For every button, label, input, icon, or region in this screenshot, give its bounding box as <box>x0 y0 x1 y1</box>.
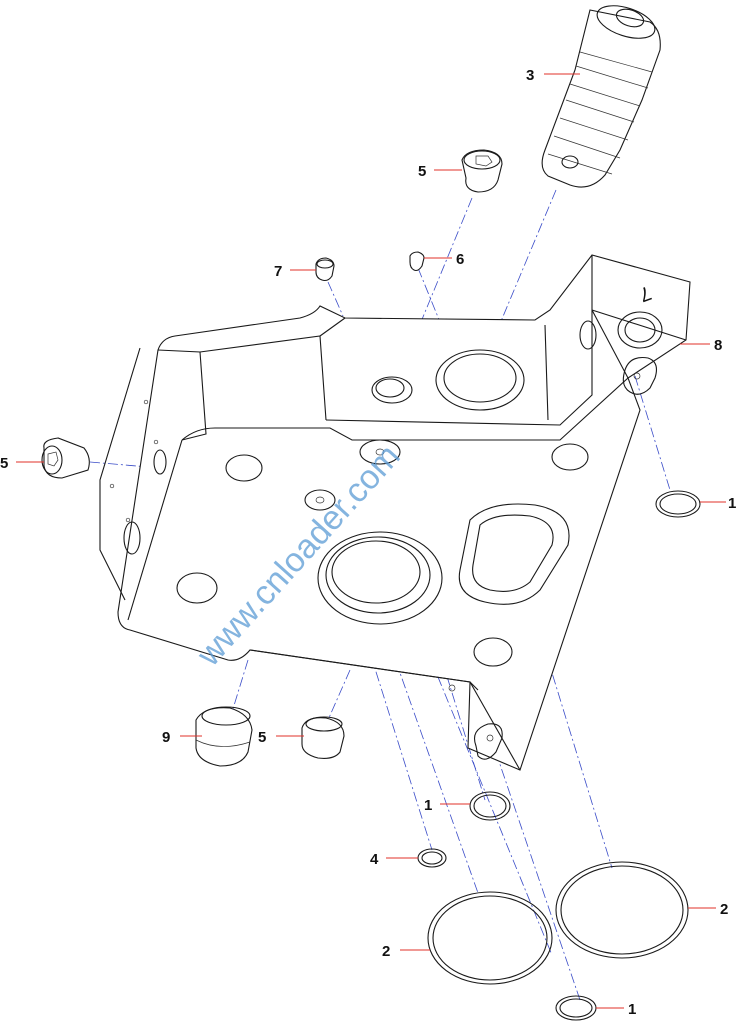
valve-block: 7 <box>99 254 691 771</box>
o-ring-1-mid <box>469 791 511 821</box>
callout-5-left: 5 <box>0 455 8 472</box>
o-ring-1-bottom <box>555 995 597 1021</box>
plug-9 <box>195 706 253 767</box>
callout-1-bottom: 1 <box>628 1001 636 1018</box>
callout-4: 4 <box>370 851 379 868</box>
callout-6: 6 <box>456 251 464 268</box>
callout-3: 3 <box>526 67 534 84</box>
o-ring-1-right <box>655 490 701 518</box>
callout-2-right: 2 <box>720 901 728 918</box>
plug-6 <box>409 251 425 272</box>
o-ring-2-right <box>555 861 689 959</box>
callout-labels: 3 5 7 6 8 5 1 9 5 1 4 2 2 1 <box>0 67 736 1018</box>
callout-1-right: 1 <box>728 495 736 512</box>
o-ring-4 <box>417 848 447 868</box>
leader-lines <box>16 73 726 1009</box>
callout-5-top: 5 <box>418 163 426 180</box>
cartridge-valve <box>541 5 661 188</box>
callout-9: 9 <box>162 729 170 746</box>
o-ring-2-left <box>427 891 553 985</box>
callout-2-left: 2 <box>382 943 390 960</box>
callout-5-bottom: 5 <box>258 729 266 746</box>
plug-7 <box>315 257 335 282</box>
callout-8: 8 <box>714 337 722 354</box>
callout-7: 7 <box>274 263 282 280</box>
plug-5-top <box>461 149 503 193</box>
bolt-5-left <box>41 437 90 479</box>
plug-5-bottom <box>301 716 345 759</box>
callout-1-mid: 1 <box>424 797 432 814</box>
